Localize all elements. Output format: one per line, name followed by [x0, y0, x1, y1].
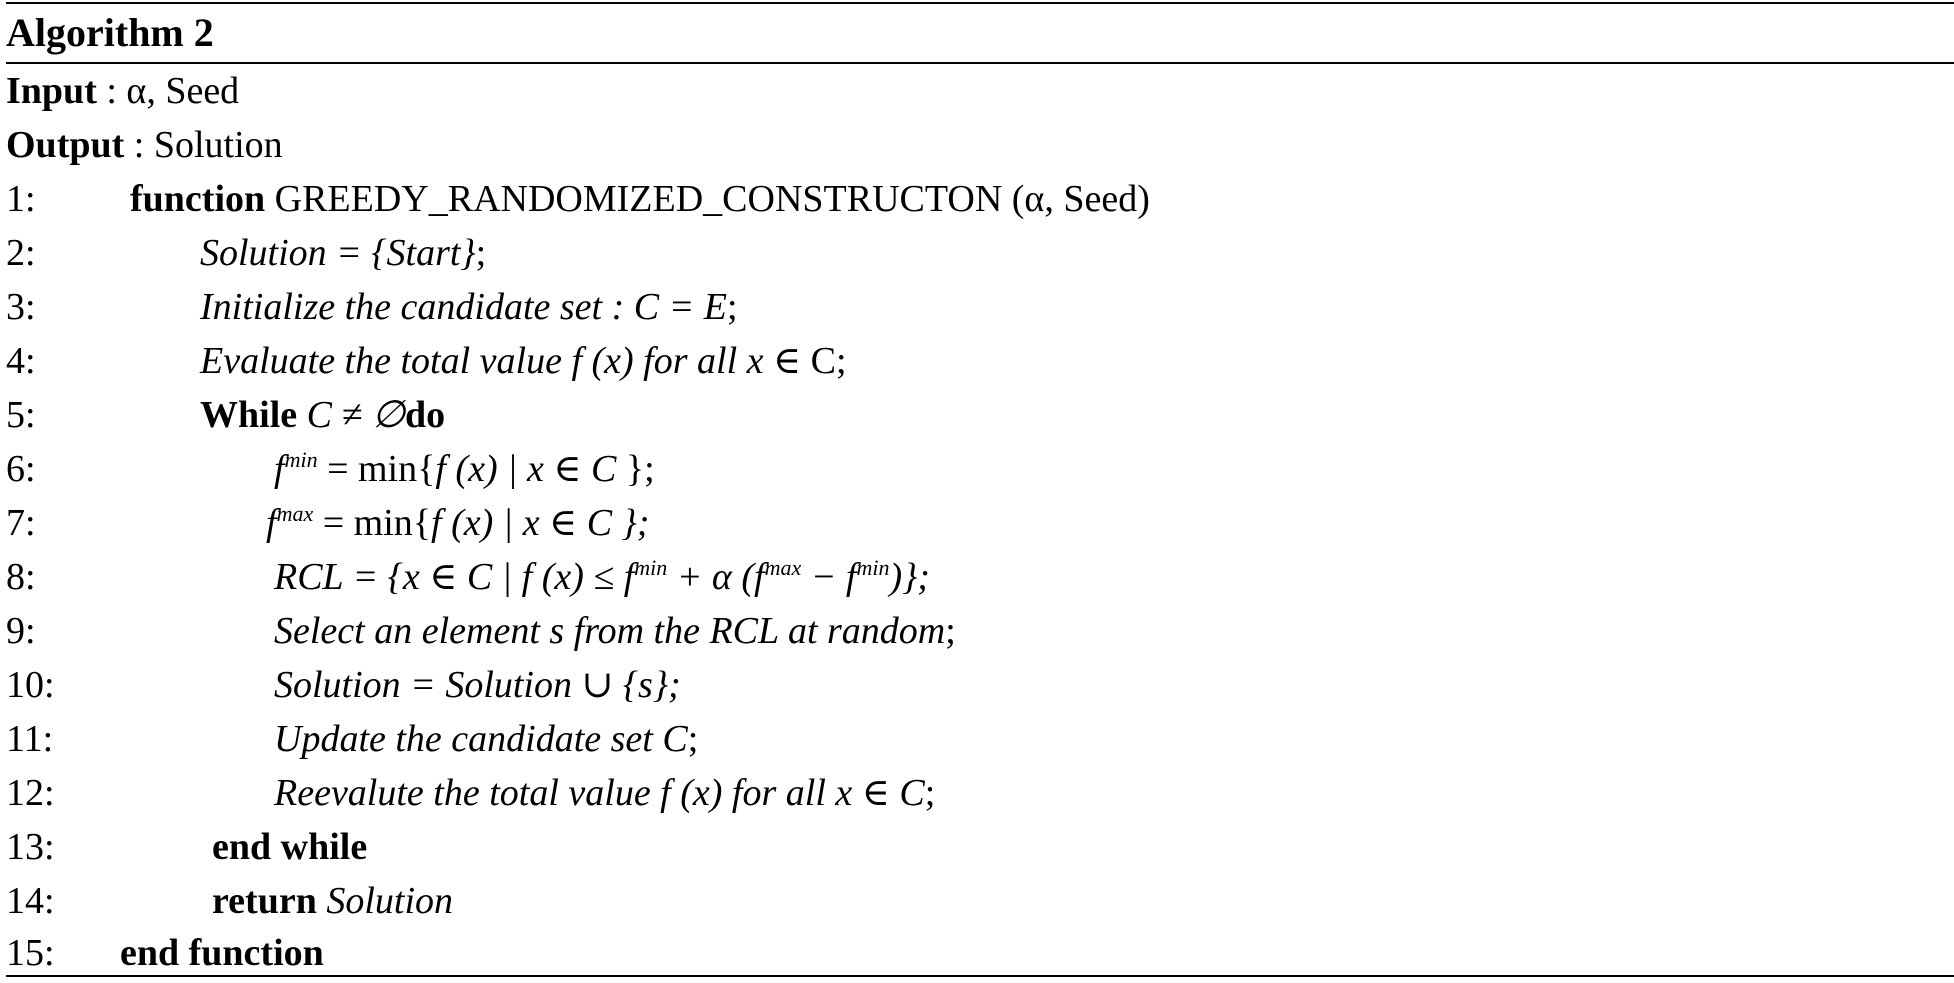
superscript: min	[634, 555, 668, 580]
line-tail: };	[612, 502, 650, 544]
line-text: Initialize the candidate set : C = E	[200, 286, 727, 328]
line-tail: C;	[810, 340, 847, 382]
line-number: 13:	[6, 826, 55, 868]
line-text-italic: f (x) | x ∈ C	[431, 502, 613, 544]
header-rule	[6, 62, 1954, 64]
line-number: 9:	[6, 610, 36, 652]
line-number: 5:	[6, 394, 36, 436]
superscript: max	[276, 501, 314, 526]
superscript: min	[284, 447, 318, 472]
line-text: Solution = {Start}	[200, 232, 476, 274]
line-tail: };	[616, 448, 655, 490]
line-text: C ≠ ∅	[297, 394, 405, 436]
line-body: return Solution	[212, 874, 453, 928]
top-rule	[6, 2, 1954, 4]
line-number: 7:	[6, 502, 36, 544]
line-body: Evaluate the total value f (x) for all x…	[200, 334, 847, 388]
line-tail: ;	[687, 718, 699, 760]
line-text: Solution = Solution ∪ {s};	[274, 664, 681, 706]
line-text: Solution	[316, 880, 454, 922]
line-body: Update the candidate set C;	[274, 712, 698, 766]
line-body: Solution = {Start};	[200, 226, 486, 280]
line-body: Select an element s from the RCL at rand…	[274, 604, 956, 658]
line-number: 14:	[6, 880, 55, 922]
line-body: fmax = min{f (x) | x ∈ C };	[266, 496, 649, 550]
line-body: Solution = Solution ∪ {s};	[274, 658, 681, 712]
input-value: α, Seed	[126, 70, 240, 112]
output-label: Output	[6, 124, 125, 166]
line-tail: ;	[924, 772, 936, 814]
keyword: end while	[212, 826, 368, 868]
line-number: 1:	[6, 178, 36, 220]
line-body: function GREEDY_RANDOMIZED_CONSTRUCTON (…	[130, 172, 1150, 226]
line-text: = min{	[317, 448, 436, 490]
line-number: 15:	[6, 932, 55, 974]
line-body: fmin = min{f (x) | x ∈ C };	[274, 442, 655, 496]
line-number: 8:	[6, 556, 36, 598]
line-number: 12:	[6, 772, 55, 814]
line-text: Evaluate the total value f (x) for all x…	[200, 340, 811, 382]
line-body: end function	[120, 926, 324, 980]
line-number: 2:	[6, 232, 36, 274]
keyword: return	[212, 880, 317, 922]
line-text: = min{	[313, 502, 432, 544]
f-symbol: f	[266, 502, 277, 544]
line-tail: ;	[475, 232, 487, 274]
line-number: 6:	[6, 448, 36, 490]
line-number: 3:	[6, 286, 36, 328]
line-text: Update the candidate set C	[274, 718, 688, 760]
keyword: end function	[120, 932, 324, 974]
line-number: 11:	[6, 718, 54, 760]
rcl-expr-d: )};	[889, 556, 930, 598]
line-body: end while	[212, 820, 367, 874]
input-sep: :	[96, 70, 127, 112]
line-text-italic: f (x) | x ∈ C	[435, 448, 617, 490]
input-line: Input : α, Seed	[6, 64, 239, 118]
line-body: While C ≠ ∅do	[200, 388, 445, 442]
bottom-rule	[6, 975, 1954, 977]
line-number: 10:	[6, 664, 55, 706]
keyword: While	[200, 394, 298, 436]
output-value: Solution	[153, 124, 283, 166]
rcl-expr-a: RCL = {x ∈ C | f (x) ≤ f	[274, 556, 635, 598]
line-tail: ;	[945, 610, 956, 652]
line-tail: ;	[726, 286, 738, 328]
line-body: RCL = {x ∈ C | f (x) ≤ fmin + α (fmax − …	[274, 550, 930, 604]
line-text: Select an element s from the RCL at rand…	[274, 610, 946, 652]
superscript: max	[764, 555, 802, 580]
keyword-do: do	[404, 394, 446, 436]
f-symbol: f	[274, 448, 285, 490]
line-number: 4:	[6, 340, 36, 382]
line-text: Reevalute the total value f (x) for all …	[274, 772, 925, 814]
keyword: function	[130, 178, 266, 220]
superscript: min	[856, 555, 890, 580]
line-body: Reevalute the total value f (x) for all …	[274, 766, 935, 820]
line-body: Initialize the candidate set : C = E;	[200, 280, 738, 334]
line-text: GREEDY_RANDOMIZED_CONSTRUCTON (α, Seed)	[265, 178, 1150, 220]
output-line: Output : Solution	[6, 118, 283, 172]
output-sep: :	[124, 124, 154, 166]
rcl-expr-c: − f	[801, 556, 857, 598]
input-label: Input	[6, 70, 97, 112]
algorithm-title: Algorithm 2	[6, 10, 214, 55]
rcl-expr-b: + α (f	[667, 556, 765, 598]
